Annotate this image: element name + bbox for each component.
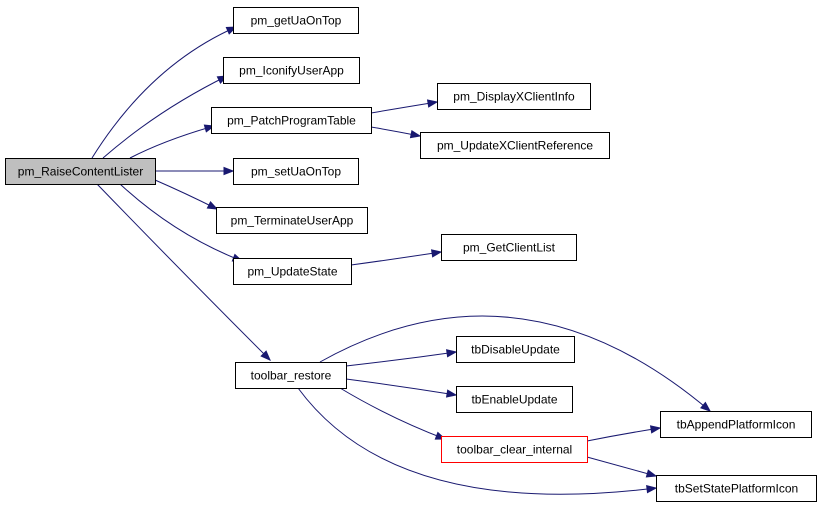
edge-line xyxy=(370,101,438,114)
arrowhead xyxy=(206,200,219,210)
edge-line xyxy=(339,387,446,440)
edge-pm-updatestate-to-pm-getclientlist xyxy=(350,249,443,266)
node-label: toolbar_clear_internal xyxy=(457,443,572,457)
edge-line xyxy=(350,251,442,266)
edge-line xyxy=(297,387,657,495)
node-toolbar-clear-internal[interactable]: toolbar_clear_internal xyxy=(441,436,588,463)
edge-toolbar-clear-internal-to-tbsetstateplatformicon xyxy=(586,456,658,478)
node-toolbar-restore[interactable]: toolbar_restore xyxy=(235,362,347,389)
node-box xyxy=(223,57,360,84)
node-pm-setuaontop[interactable]: pm_setUaOnTop xyxy=(233,158,359,185)
node-box xyxy=(437,83,591,110)
node-box xyxy=(441,436,588,463)
node-label: pm_getUaOnTop xyxy=(251,14,342,28)
node-label: pm_UpdateXClientReference xyxy=(437,139,593,153)
node-pm-iconifyuserapp[interactable]: pm_IconifyUserApp xyxy=(223,57,360,84)
arrowhead xyxy=(426,99,439,108)
edge-line xyxy=(586,456,657,477)
node-label: pm_DisplayXClientInfo xyxy=(453,90,575,104)
edge-line xyxy=(119,183,243,262)
edge-line xyxy=(91,26,237,159)
node-label: pm_RaiseContentLister xyxy=(18,165,143,179)
edge-pm-raisecontentlister-to-toolbar-restore xyxy=(96,183,271,361)
node-tbenableupdate[interactable]: tbEnableUpdate xyxy=(456,386,573,413)
function-nodes: pm_RaiseContentLister pm_getUaOnTop pm_Ico… xyxy=(5,7,817,502)
node-pm-displayxclientinfo[interactable]: pm_DisplayXClientInfo xyxy=(437,83,591,110)
arrowhead xyxy=(649,425,662,434)
node-box xyxy=(420,132,610,159)
node-label: tbDisableUpdate xyxy=(471,343,560,357)
node-box xyxy=(233,258,352,285)
edge-line xyxy=(102,75,228,159)
node-box xyxy=(456,386,573,413)
edge-pm-raisecontentlister-to-pm-getuaontop xyxy=(91,26,238,159)
edge-pm-raisecontentlister-to-pm-setuaontop xyxy=(154,166,235,176)
node-pm-getclientlist[interactable]: pm_GetClientList xyxy=(441,234,577,261)
arrowhead xyxy=(646,484,658,494)
node-pm-updatexclientreference[interactable]: pm_UpdateXClientReference xyxy=(420,132,610,159)
edge-line xyxy=(96,183,271,361)
edge-line xyxy=(129,125,215,159)
edge-toolbar-restore-to-tbappendplatformicon xyxy=(319,315,712,412)
edge-line xyxy=(345,378,457,396)
node-label: pm_PatchProgramTable xyxy=(227,114,356,128)
node-label: pm_GetClientList xyxy=(463,241,556,255)
node-label: pm_IconifyUserApp xyxy=(239,64,344,78)
node-label: tbSetStatePlatformIcon xyxy=(675,482,798,496)
arrowhead xyxy=(700,401,712,412)
arrowhead xyxy=(430,249,443,258)
edge-toolbar-restore-to-toolbar-clear-internal xyxy=(339,387,447,440)
edge-toolbar-clear-internal-to-tbappendplatformicon xyxy=(586,425,662,442)
arrowhead xyxy=(645,469,658,478)
arrowhead xyxy=(223,166,235,176)
edge-line xyxy=(345,351,457,367)
node-box xyxy=(656,475,817,502)
edge-pm-patchprogramtable-to-pm-displayxclientinfo xyxy=(370,99,439,114)
node-pm-terminateuserapp[interactable]: pm_TerminateUserApp xyxy=(216,207,368,234)
node-pm-raisecontentlister[interactable]: pm_RaiseContentLister xyxy=(5,158,156,185)
arrowhead xyxy=(445,349,458,358)
node-label: pm_setUaOnTop xyxy=(251,165,341,179)
node-box xyxy=(660,411,812,438)
edge-line xyxy=(586,427,661,442)
edge-line xyxy=(319,315,711,412)
edge-line xyxy=(154,179,218,210)
node-label: toolbar_restore xyxy=(251,369,332,383)
node-box xyxy=(235,362,347,389)
edge-toolbar-restore-to-tbsetstateplatformicon xyxy=(297,387,658,495)
edge-pm-raisecontentlister-to-pm-patchprogramtable xyxy=(129,124,216,159)
node-label: tbEnableUpdate xyxy=(471,393,557,407)
node-pm-getuaontop[interactable]: pm_getUaOnTop xyxy=(233,7,359,34)
node-tbsetstateplatformicon[interactable]: tbSetStatePlatformIcon xyxy=(656,475,817,502)
node-label: pm_UpdateState xyxy=(247,265,337,279)
node-tbdisableupdate[interactable]: tbDisableUpdate xyxy=(456,336,575,363)
arrowhead xyxy=(409,129,422,139)
node-pm-patchprogramtable[interactable]: pm_PatchProgramTable xyxy=(211,107,372,134)
node-box xyxy=(441,234,577,261)
node-label: tbAppendPlatformIcon xyxy=(677,418,796,432)
node-label: pm_TerminateUserApp xyxy=(231,214,354,228)
arrowhead xyxy=(445,389,458,398)
node-pm-updatestate[interactable]: pm_UpdateState xyxy=(233,258,352,285)
node-box xyxy=(233,7,359,34)
edge-toolbar-restore-to-tbdisableupdate xyxy=(345,349,458,367)
edge-pm-patchprogramtable-to-pm-updatexclientreference xyxy=(370,126,422,139)
arrowhead xyxy=(260,350,271,361)
node-box xyxy=(456,336,575,363)
call-edges xyxy=(91,26,712,495)
node-box xyxy=(211,107,372,134)
node-tbappendplatformicon[interactable]: tbAppendPlatformIcon xyxy=(660,411,812,438)
node-box xyxy=(233,158,359,185)
edge-pm-raisecontentlister-to-pm-terminateuserapp xyxy=(154,179,219,210)
edge-toolbar-restore-to-tbenableupdate xyxy=(345,378,458,398)
node-box xyxy=(216,207,368,234)
node-box xyxy=(5,158,156,185)
